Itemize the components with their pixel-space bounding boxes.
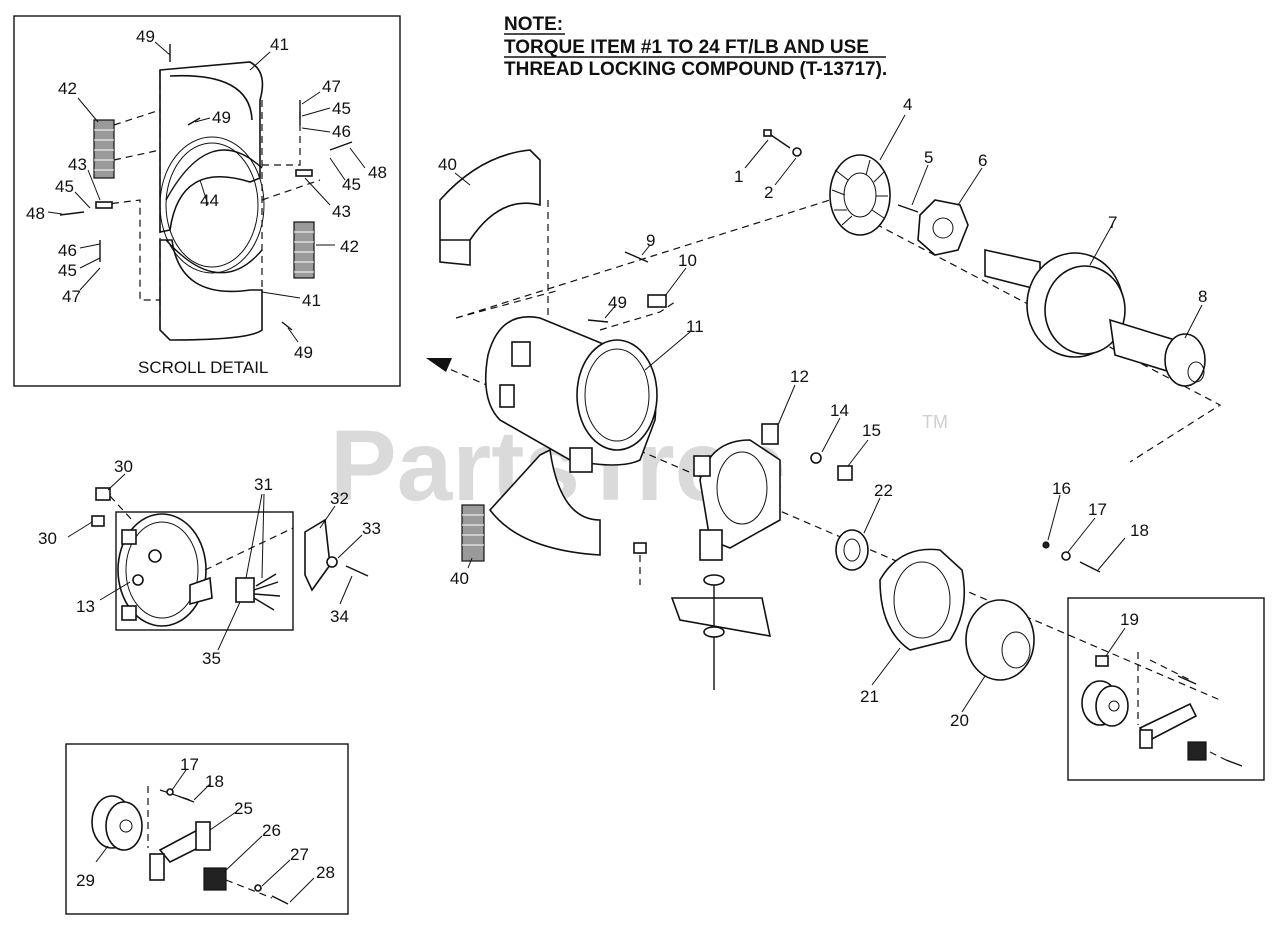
label-34: 34: [330, 607, 349, 626]
label-44: 44: [200, 191, 219, 210]
end-plate-group: 30 30 13 31 32 33 34 35: [38, 457, 381, 668]
label-42: 42: [340, 237, 359, 256]
note-line-2: THREAD LOCKING COMPOUND (T-13717).: [504, 59, 887, 80]
label-32: 32: [330, 489, 349, 508]
label-40: 40: [450, 569, 469, 588]
label-1: 1: [734, 167, 743, 186]
label-49: 49: [136, 27, 155, 46]
label-49: 49: [294, 343, 313, 362]
label-21: 21: [860, 687, 879, 706]
label-49: 49: [608, 293, 627, 312]
label-30: 30: [114, 457, 133, 476]
label-33: 33: [362, 519, 381, 538]
label-46: 46: [332, 122, 351, 141]
label-19: 19: [1120, 610, 1139, 629]
watermark-tm: TM: [922, 412, 948, 432]
label-35: 35: [202, 649, 221, 668]
label-42: 42: [58, 79, 77, 98]
label-10: 10: [678, 251, 697, 270]
label-2: 2: [764, 183, 773, 202]
label-13: 13: [76, 597, 95, 616]
note-heading: NOTE:: [504, 14, 563, 35]
label-8: 8: [1198, 287, 1207, 306]
label-22: 22: [874, 481, 893, 500]
label-40: 40: [438, 155, 457, 174]
label-11: 11: [686, 317, 704, 336]
label-27: 27: [290, 845, 309, 864]
label-48: 48: [26, 204, 45, 223]
label-30: 30: [38, 529, 57, 548]
label-15: 15: [862, 421, 881, 440]
label-9: 9: [646, 231, 655, 250]
label-43: 43: [332, 202, 351, 221]
label-48: 48: [368, 163, 387, 182]
label-45: 45: [58, 261, 77, 280]
brush-holder-inset-right: 19: [1067, 597, 1265, 781]
label-45: 45: [55, 177, 74, 196]
label-17: 17: [180, 755, 199, 774]
scroll-detail-caption: SCROLL DETAIL: [138, 358, 268, 377]
label-45: 45: [332, 99, 351, 118]
label-43: 43: [68, 155, 87, 174]
note-block: NOTE: TORQUE ITEM #1 TO 24 FT/LB AND USE…: [504, 14, 887, 80]
label-20: 20: [950, 711, 969, 730]
label-28: 28: [316, 863, 335, 882]
label-6: 6: [978, 151, 987, 170]
label-17: 17: [1088, 500, 1107, 519]
label-25: 25: [234, 799, 253, 818]
label-12: 12: [790, 367, 809, 386]
label-47: 47: [322, 77, 341, 96]
label-14: 14: [830, 401, 849, 420]
scroll-detail-panel: 49 41 42 49 47 45 46 48 45 43 44 43 45 4…: [13, 15, 401, 387]
label-16: 16: [1052, 479, 1071, 498]
label-18: 18: [1130, 521, 1149, 540]
label-46: 46: [58, 241, 77, 260]
label-41: 41: [302, 291, 321, 310]
label-41: 41: [270, 35, 289, 54]
label-45: 45: [342, 175, 361, 194]
label-29: 29: [76, 871, 95, 890]
label-47: 47: [62, 287, 81, 306]
brush-holder-inset-left: 17 18 25 26 27 28 29: [65, 743, 349, 915]
label-49: 49: [212, 108, 231, 127]
note-line-1: TORQUE ITEM #1 TO 24 FT/LB AND USE: [504, 37, 869, 58]
label-31: 31: [254, 475, 273, 494]
label-18: 18: [205, 772, 224, 791]
label-7: 7: [1108, 213, 1117, 232]
label-4: 4: [903, 95, 912, 114]
label-5: 5: [924, 148, 933, 167]
label-26: 26: [262, 821, 281, 840]
main-assembly: 1 2 4 5 6 7 8 9 10 49 11 12 14 15 22 16 …: [426, 95, 1222, 730]
